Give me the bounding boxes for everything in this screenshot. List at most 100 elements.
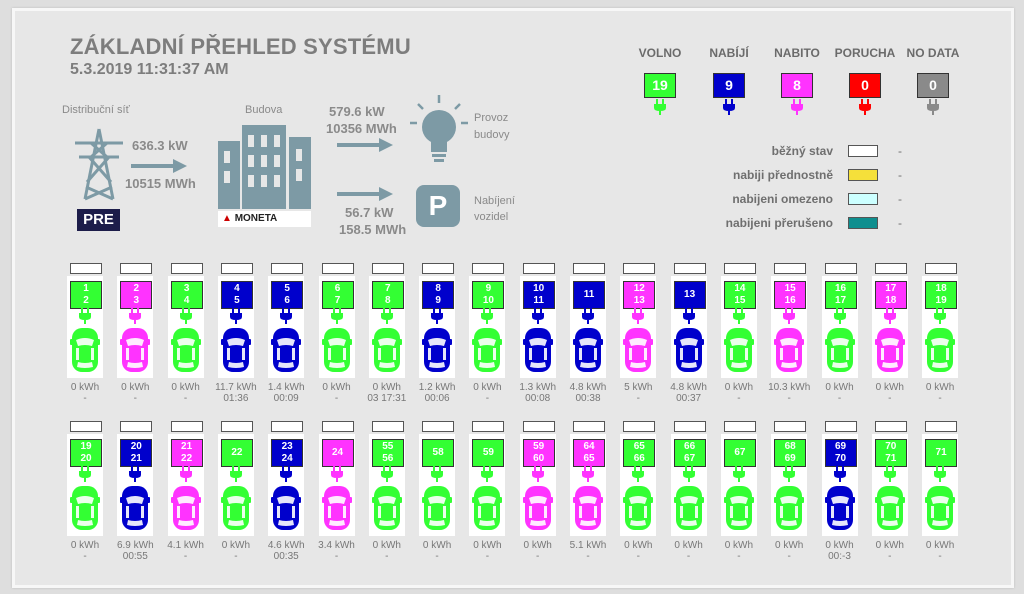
station-time: 00:55 bbox=[122, 551, 148, 562]
station-state-indicator bbox=[573, 421, 605, 432]
state-legend-item: nabijeni přerušeno- bbox=[715, 216, 945, 236]
state-swatch bbox=[848, 169, 878, 181]
car-icon bbox=[673, 485, 704, 536]
plug-icon bbox=[279, 466, 293, 487]
station-state-indicator bbox=[321, 421, 354, 432]
car-icon bbox=[472, 485, 503, 536]
station-number-top: 12 bbox=[633, 283, 645, 294]
station-number: 59 bbox=[472, 439, 505, 467]
station-time: - bbox=[183, 393, 188, 404]
station-number-top: 15 bbox=[784, 283, 796, 294]
station-energy: 0 kWh bbox=[825, 382, 854, 393]
status-count: 0 bbox=[917, 73, 949, 98]
state-swatch bbox=[848, 145, 878, 157]
plug-icon bbox=[128, 466, 142, 487]
status-count: 19 bbox=[644, 73, 676, 98]
state-value: - bbox=[898, 168, 902, 182]
plug-icon bbox=[682, 466, 696, 487]
car-icon bbox=[220, 327, 251, 378]
station-number-bottom: 24 bbox=[281, 453, 293, 464]
station-time: - bbox=[938, 393, 942, 404]
status-count: 9 bbox=[713, 73, 745, 98]
station-state-indicator bbox=[673, 421, 706, 432]
station-number-bottom: 9 bbox=[435, 295, 441, 306]
station-state-indicator bbox=[220, 421, 253, 432]
station-number-top: 3 bbox=[183, 283, 190, 294]
station-time: - bbox=[385, 551, 389, 562]
station-state-indicator bbox=[170, 421, 203, 432]
state-label: nabijeni omezeno bbox=[732, 192, 833, 206]
station-state-indicator bbox=[623, 421, 656, 432]
station-number-bottom: 65 bbox=[583, 453, 595, 464]
station-number-bottom: 7 bbox=[334, 295, 341, 306]
station-energy: 0 kWh bbox=[875, 382, 904, 393]
plug-icon bbox=[480, 466, 494, 487]
station-state-indicator bbox=[220, 263, 253, 274]
plug-icon bbox=[78, 466, 92, 487]
plug-icon bbox=[128, 308, 142, 329]
station-number-bottom: 10 bbox=[482, 295, 494, 306]
station-time: - bbox=[938, 551, 942, 562]
station-number: 24 bbox=[321, 439, 354, 467]
station-number-top: 4 bbox=[234, 283, 240, 294]
station-energy: 0 kWh bbox=[322, 382, 351, 393]
car-icon bbox=[271, 327, 302, 378]
car-icon bbox=[422, 327, 453, 378]
station-energy: 4.1 kWh bbox=[167, 540, 204, 551]
station-time: - bbox=[83, 393, 87, 404]
plug-icon bbox=[330, 466, 344, 487]
station-number-top: 16 bbox=[834, 283, 847, 294]
arrow-right-icon bbox=[337, 138, 393, 152]
station-number-top: 71 bbox=[935, 447, 947, 458]
station-time: - bbox=[83, 551, 87, 562]
station-time: - bbox=[787, 551, 791, 562]
station-time: - bbox=[737, 393, 741, 404]
